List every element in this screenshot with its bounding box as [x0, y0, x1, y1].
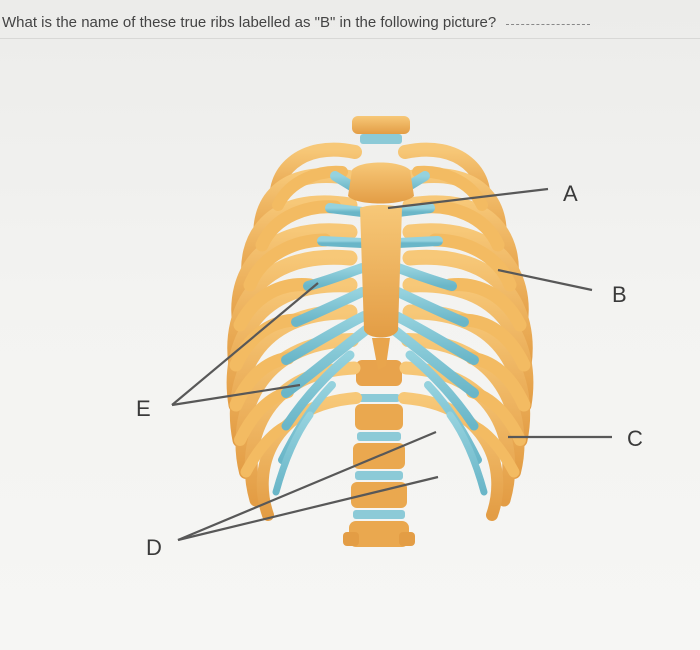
right-cartilage-4 [393, 263, 457, 291]
label-d: D [146, 535, 162, 560]
left-cartilage-3 [317, 236, 367, 248]
question-text: What is the name of these true ribs labe… [2, 14, 698, 31]
manubrium [348, 162, 414, 204]
question-label: What is the name of these true ribs labe… [2, 14, 497, 31]
vertebra [356, 360, 402, 386]
left-cartilage-8 [281, 350, 355, 431]
left-front-3 [243, 233, 332, 292]
left-rib-10 [256, 392, 362, 521]
left-front-4 [233, 278, 317, 332]
top-vertebra [352, 116, 410, 134]
leader-line-e-lower [171, 383, 301, 407]
sternum [348, 162, 414, 370]
intervertebral-disc [355, 471, 403, 480]
label-e: E [136, 396, 151, 421]
right-cartilage-7 [389, 325, 479, 398]
left-front-5 [229, 313, 305, 372]
right-costal-cartilages [389, 171, 488, 496]
diagram-labels: A B C D E [136, 181, 643, 560]
left-rib-9 [244, 361, 361, 507]
leader-line-d-lower [177, 475, 439, 542]
label-c: C [627, 426, 643, 451]
right-front-4 [443, 278, 527, 332]
left-cartilage-10 [272, 411, 314, 496]
transverse-process [343, 532, 359, 546]
right-front-5 [455, 313, 531, 372]
right-rib-10 [398, 392, 504, 521]
leader-line-b [497, 268, 593, 292]
leader-line-e-upper [171, 282, 319, 406]
xiphoid-process [372, 338, 390, 370]
top-disc [360, 134, 402, 144]
right-rib-9 [399, 361, 516, 507]
vertebra [349, 521, 409, 547]
right-cartilage-5 [393, 287, 469, 327]
right-cartilage-3 [393, 236, 443, 248]
right-cartilage-8 [405, 350, 479, 431]
leader-lines [171, 187, 612, 542]
answer-blank[interactable] [506, 23, 591, 25]
label-a: A [563, 181, 578, 206]
leader-line-d-upper [177, 430, 437, 542]
intervertebral-disc [358, 394, 400, 402]
left-cartilage-4 [303, 263, 367, 291]
vertebra [355, 404, 403, 430]
right-cartilage-10 [446, 411, 488, 496]
question-divider [0, 38, 700, 39]
intervertebral-disc [353, 510, 405, 519]
left-cartilage-6 [281, 311, 369, 365]
intervertebral-disc [357, 432, 401, 441]
right-cartilage-6 [391, 311, 479, 365]
right-front-3 [428, 233, 517, 292]
sternum-body [360, 205, 402, 338]
leader-line-a [387, 187, 549, 210]
rib-cage [226, 116, 534, 547]
left-cartilage-5 [291, 287, 367, 327]
transverse-process [399, 532, 415, 546]
left-cartilage-2 [325, 203, 367, 217]
label-b: B [612, 282, 627, 307]
right-cartilage-2 [393, 203, 435, 217]
vertebral-column [343, 360, 415, 547]
